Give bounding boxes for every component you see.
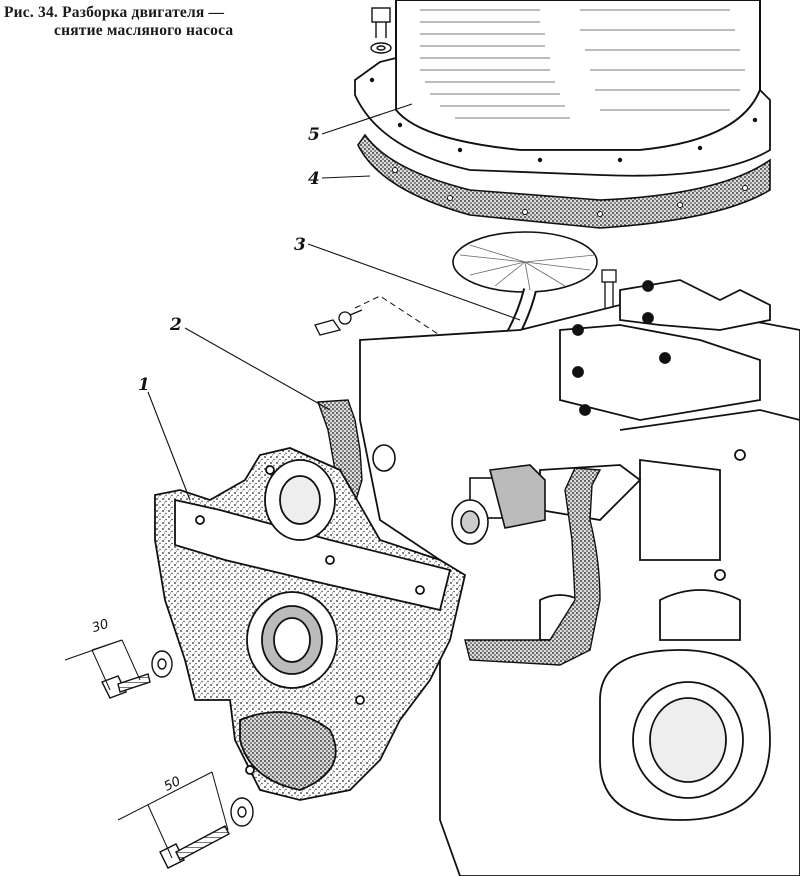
dimension-50: 50 [162, 774, 183, 795]
callout-1: 1 [138, 375, 150, 395]
caption-line-2: снятие масляного насоса [54, 22, 234, 39]
callout-5: 5 [308, 125, 320, 145]
pipe-bracket-bolt [314, 309, 363, 336]
dimension-30: 30 [90, 617, 110, 636]
short-bolt [101, 650, 173, 699]
front-cover-gasket-right [464, 467, 602, 666]
callout-leaders [147, 103, 521, 501]
callout-2: 2 [169, 315, 182, 335]
crankshaft-sleeve [451, 464, 546, 545]
seal-ring [372, 444, 396, 472]
figure-caption: Рис. 34. Разборка двигателя — снятие мас… [4, 4, 304, 40]
callout-4: 4 [308, 169, 320, 189]
pan-bolt [370, 7, 392, 54]
bearing-cap-bolt [601, 269, 617, 310]
dimension-lines [64, 639, 229, 859]
callout-3: 3 [294, 235, 306, 255]
oil-pan-gasket [357, 133, 771, 229]
oil-pan [354, 0, 771, 177]
caption-line-1: Рис. 34. Разборка двигателя — [4, 4, 225, 21]
long-bolt [159, 797, 254, 869]
oil-pump-housing [154, 447, 467, 801]
